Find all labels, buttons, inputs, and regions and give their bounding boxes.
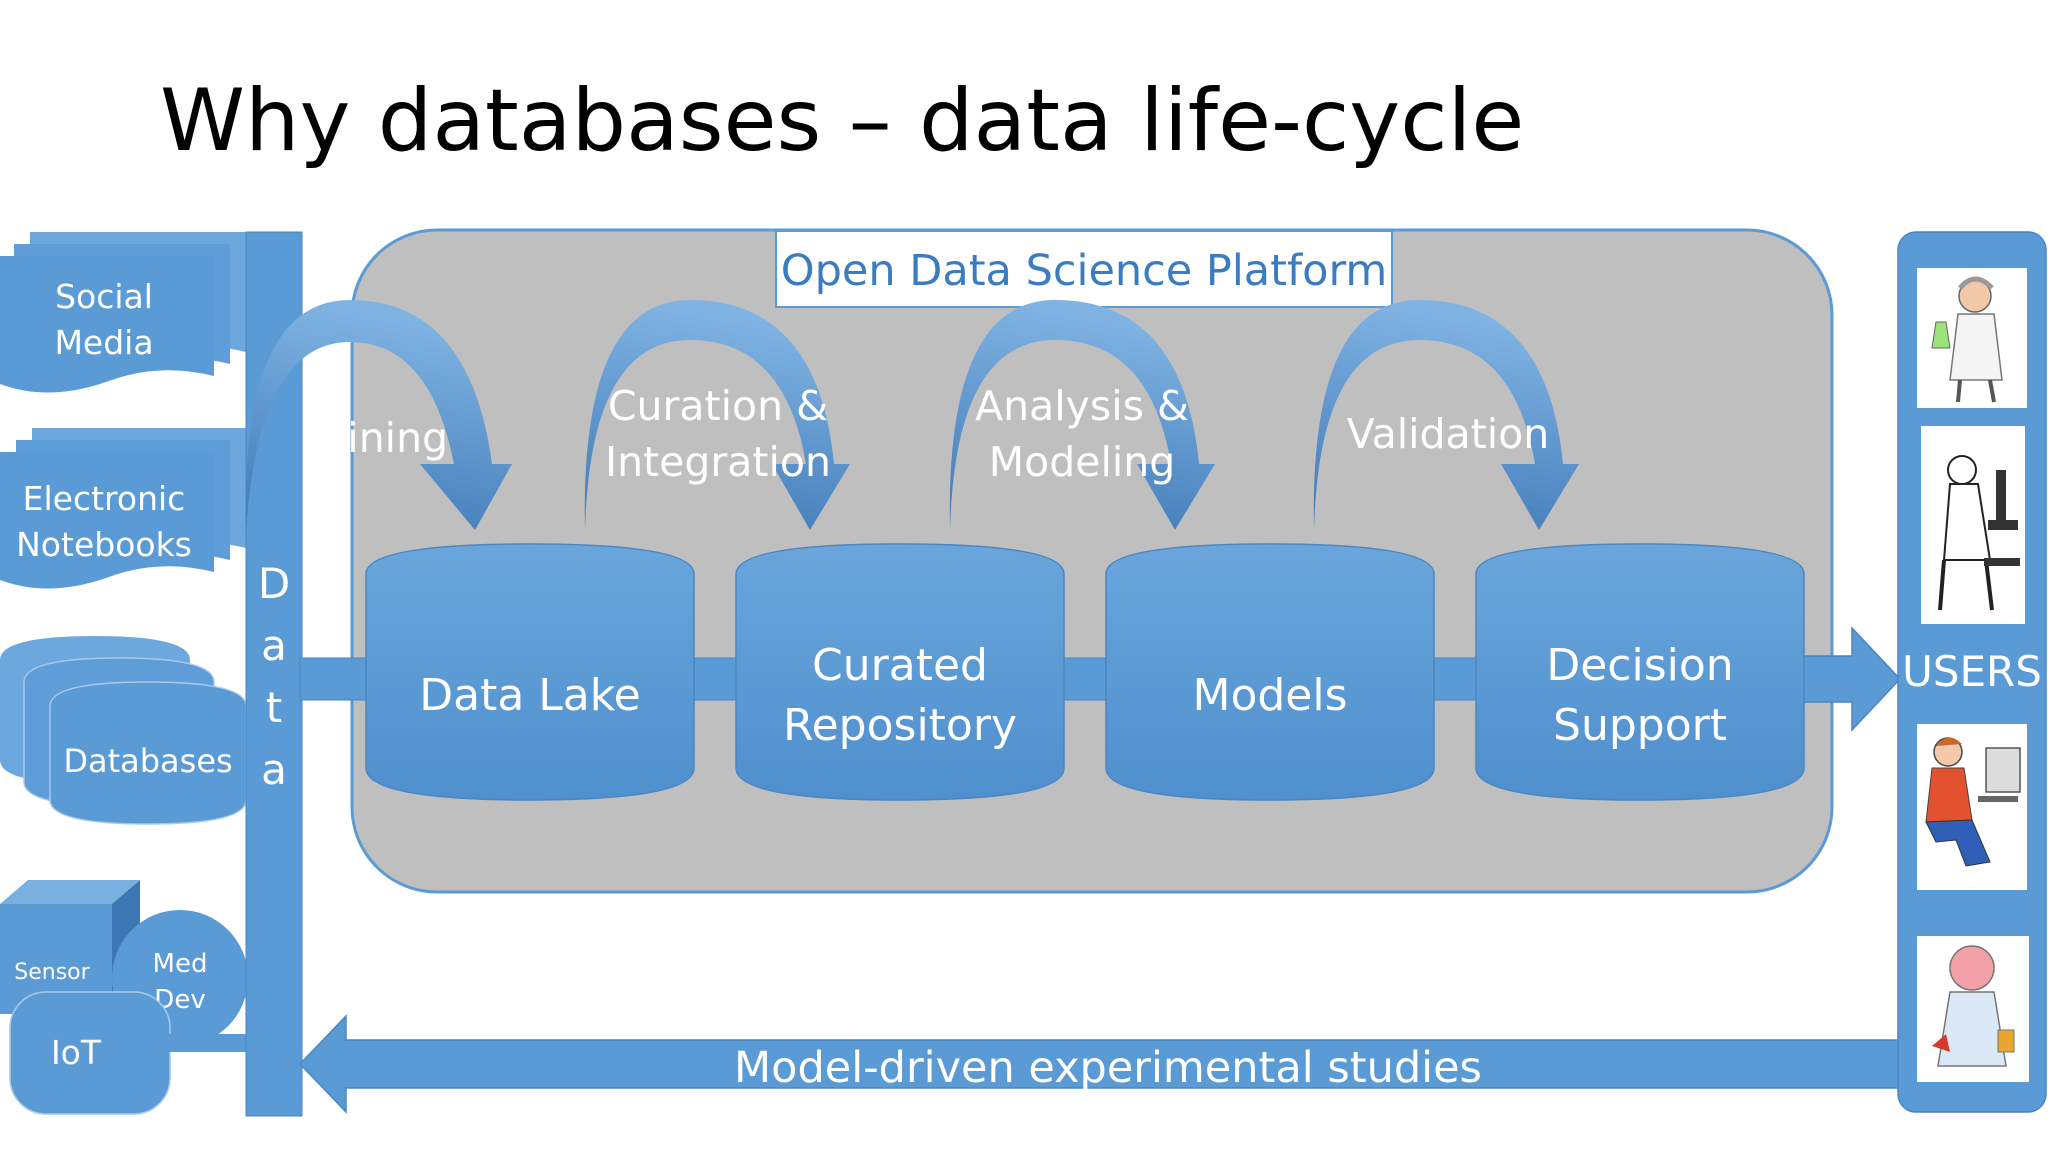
- store-curated-line1: Curated: [812, 640, 988, 691]
- iot-sensor-label: Sensor: [14, 960, 90, 985]
- platform-label: Open Data Science Platform: [781, 246, 1388, 296]
- source-iot: Sensor Med Dev IoT: [0, 880, 248, 1115]
- source-social-media: Social Media: [0, 232, 246, 393]
- step-analysis-line2: Modeling: [989, 438, 1176, 486]
- user-programmer-icon: [1917, 724, 2027, 890]
- page-title: Why databases – data life-cycle: [160, 71, 1524, 171]
- feedback-arrow: Model-driven experimental studies: [298, 1014, 1899, 1114]
- data-letter-a1: a: [261, 621, 287, 670]
- users-label: USERS: [1902, 647, 2042, 696]
- store-curated-repository: Curated Repository: [735, 543, 1065, 801]
- source-social-media-label2: Media: [54, 323, 153, 362]
- source-social-media-label: Social: [55, 277, 153, 316]
- user-microscope-icon: [1921, 426, 2025, 624]
- arrow-to-users: [1799, 626, 1902, 732]
- store-decision-line1: Decision: [1546, 640, 1733, 691]
- iot-med-label: Med: [153, 949, 208, 979]
- data-letter-t: t: [266, 683, 282, 732]
- source-electronic-notebooks-label2: Notebooks: [16, 525, 192, 564]
- arrow-curation: [584, 300, 850, 530]
- arrow-mining: [245, 300, 513, 532]
- source-databases-label: Databases: [63, 742, 232, 780]
- iot-box: [9, 991, 171, 1115]
- store-curated-line2: Repository: [783, 700, 1017, 751]
- platform-label-box: [775, 230, 1393, 308]
- store-decision-support: Decision Support: [1475, 543, 1805, 801]
- source-electronic-notebooks: Electronic Notebooks: [0, 428, 246, 589]
- store-data-lake-label: Data Lake: [419, 670, 641, 721]
- store-models-label: Models: [1192, 670, 1347, 721]
- arrow-analysis: [949, 300, 1215, 530]
- user-scientist-icon: [1917, 268, 2027, 408]
- arrow-validation: [1313, 300, 1579, 530]
- step-validation-label: Validation: [1347, 410, 1549, 458]
- store-models: Models: [1105, 543, 1435, 801]
- iot-label: IoT: [51, 1033, 102, 1072]
- step-mining-label: Mining: [312, 414, 448, 462]
- data-letter-d: D: [258, 559, 290, 608]
- store-data-lake: Data Lake: [365, 543, 695, 801]
- source-databases: Databases: [0, 636, 247, 825]
- user-doctor-icon: [1917, 936, 2029, 1082]
- feedback-label: Model-driven experimental studies: [734, 1043, 1482, 1093]
- iot-connector: [168, 1034, 248, 1052]
- step-curation-line1: Curation &: [608, 382, 828, 430]
- step-analysis-line1: Analysis &: [975, 382, 1189, 430]
- store-decision-line2: Support: [1553, 700, 1727, 751]
- data-letter-a2: a: [261, 745, 287, 794]
- step-curation-line2: Integration: [605, 438, 831, 486]
- source-electronic-notebooks-label: Electronic: [23, 479, 186, 518]
